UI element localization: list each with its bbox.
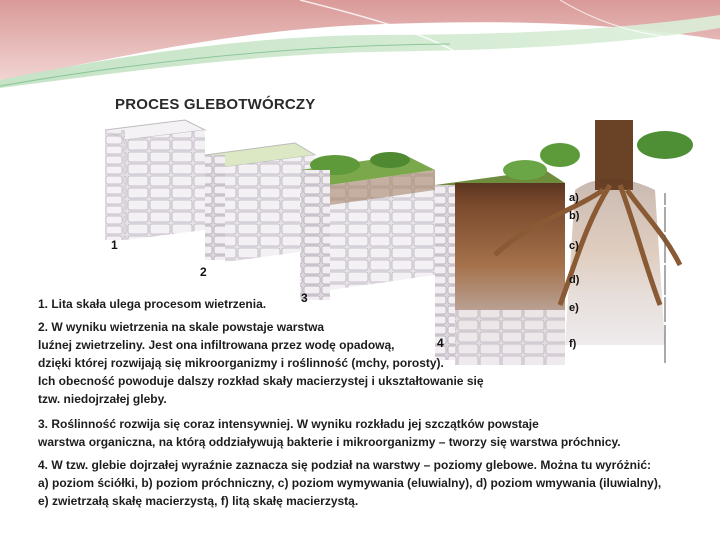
block-3 [300,152,435,300]
text-line-4: dzięki której rozwijają się mikroorganiz… [38,356,444,370]
horizon-label-a: a) [569,192,579,204]
block-2 [203,142,317,262]
block-1 [105,119,207,240]
text-line-3: luźnej zwietrzeliny. Jest ona infiltrowa… [38,338,395,352]
horizon-label-d: d) [569,274,580,286]
horizon-label-f: f) [569,338,577,350]
text-line-7: 3. Roślinność rozwija się coraz intensyw… [38,417,539,431]
header-decoration [0,0,720,88]
text-line-2: 2. W wyniku wietrzenia na skale powstaje… [38,320,325,334]
horizon-label-e: e) [569,302,579,314]
page-title: PROCES GLEBOTWÓRCZY [115,96,316,113]
stage-number-4: 4 [437,336,444,350]
soil-formation-illustration [105,119,693,365]
stage-number-2: 2 [200,265,207,279]
text-line-5: Ich obecność powoduje dalszy rozkład ska… [38,374,484,388]
text-line-1: 1. Lita skała ulega procesom wietrzenia. [38,297,267,311]
text-line-11: e) zwietrzałą skałę macierzystą, f) litą… [38,494,359,508]
text-line-8: warstwa organiczna, na którą oddziaływuj… [38,435,621,449]
stage-number-1: 1 [111,238,118,252]
block-4 [435,120,693,365]
text-line-10: a) poziom ściółki, b) poziom próchniczny… [38,476,662,490]
horizon-label-c: c) [569,240,579,252]
horizon-label-b: b) [569,210,580,222]
text-line-6: tzw. niedojrzałej gleby. [38,392,167,406]
stage-number-3: 3 [301,291,308,305]
text-line-9: 4. W tzw. glebie dojrzałej wyraźnie zazn… [38,458,652,472]
